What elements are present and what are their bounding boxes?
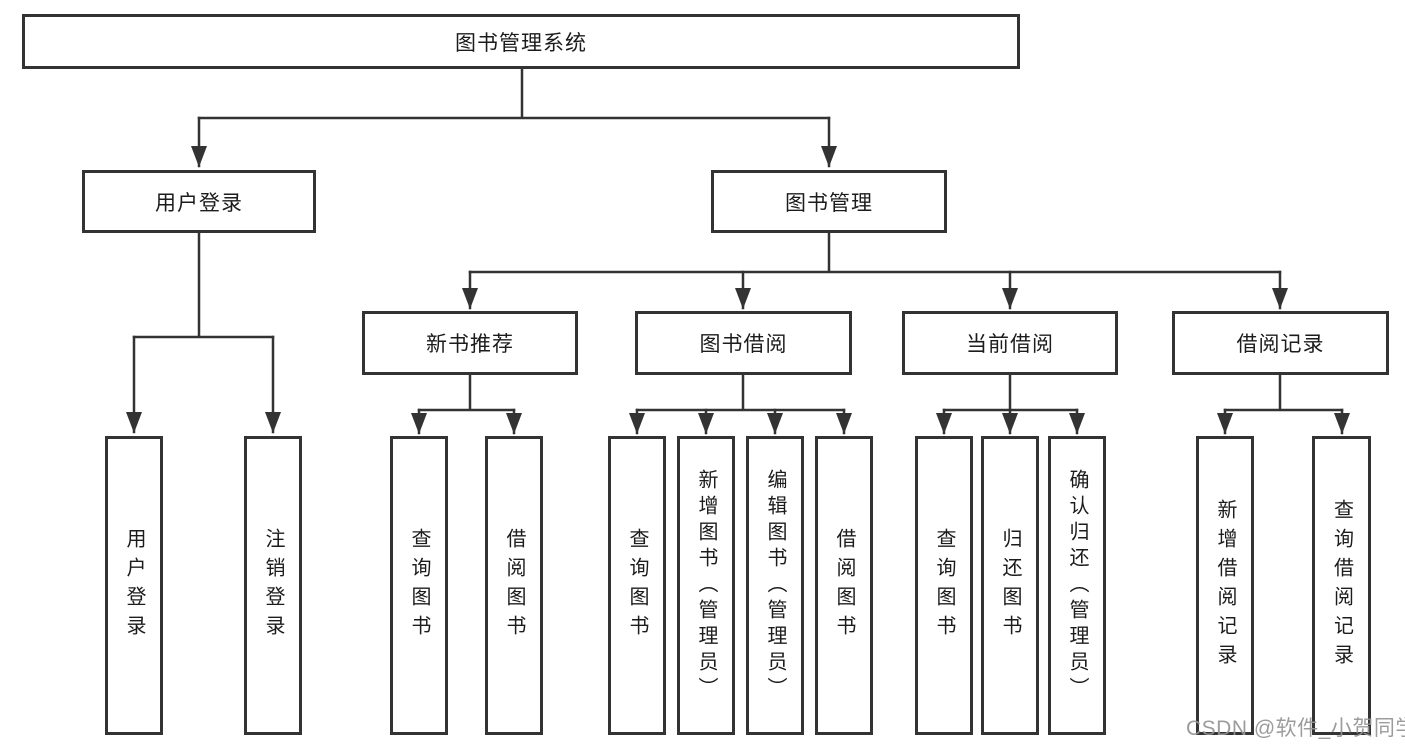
leaf-label: 归还图书	[999, 527, 1021, 644]
leaf-logout: 注销登录	[244, 436, 302, 735]
node-current-borrow: 当前借阅	[902, 311, 1118, 375]
node-book-borrow: 图书借阅	[635, 311, 852, 375]
node-user-login: 用户登录	[82, 170, 316, 233]
leaf-borrow-borrow-books: 借阅图书	[815, 436, 873, 735]
leaf-borrow-add-books: 新增图书（管理员）	[677, 436, 735, 735]
node-root: 图书管理系统	[22, 14, 1020, 69]
leaf-borrow-query-books: 查询图书	[608, 436, 666, 735]
leaf-label: 新增借阅记录	[1214, 498, 1236, 673]
leaf-borrow-edit-books: 编辑图书（管理员）	[746, 436, 804, 735]
leaf-label: 编辑图书（管理员）	[764, 468, 786, 703]
leaf-recommend-borrow-books: 借阅图书	[485, 436, 543, 735]
leaf-label: 查询图书	[933, 527, 955, 644]
leaf-label: 查询图书	[626, 527, 648, 644]
leaf-user-login: 用户登录	[105, 436, 163, 735]
leaf-records-add-record: 新增借阅记录	[1196, 436, 1254, 735]
watermark: CSDN @软件_小贺同学	[1186, 717, 1405, 740]
leaf-recommend-query-books: 查询图书	[390, 436, 448, 735]
node-borrow-records: 借阅记录	[1172, 311, 1389, 375]
leaf-current-confirm-return: 确认归还（管理员）	[1048, 436, 1106, 735]
leaf-records-query-record: 查询借阅记录	[1312, 436, 1371, 735]
leaf-current-return-books: 归还图书	[981, 436, 1039, 735]
leaf-label: 借阅图书	[503, 527, 525, 644]
node-new-book-recommend: 新书推荐	[362, 311, 578, 375]
leaf-current-query-books: 查询图书	[915, 436, 973, 735]
node-book-management: 图书管理	[711, 170, 947, 233]
leaf-label: 查询借阅记录	[1330, 498, 1353, 673]
leaf-label: 查询图书	[408, 527, 430, 644]
leaf-label: 注销登录	[262, 527, 284, 644]
leaf-label: 借阅图书	[833, 527, 855, 644]
leaf-label: 确认归还（管理员）	[1066, 468, 1088, 703]
leaf-label: 用户登录	[123, 527, 145, 644]
leaf-label: 新增图书（管理员）	[695, 468, 717, 703]
